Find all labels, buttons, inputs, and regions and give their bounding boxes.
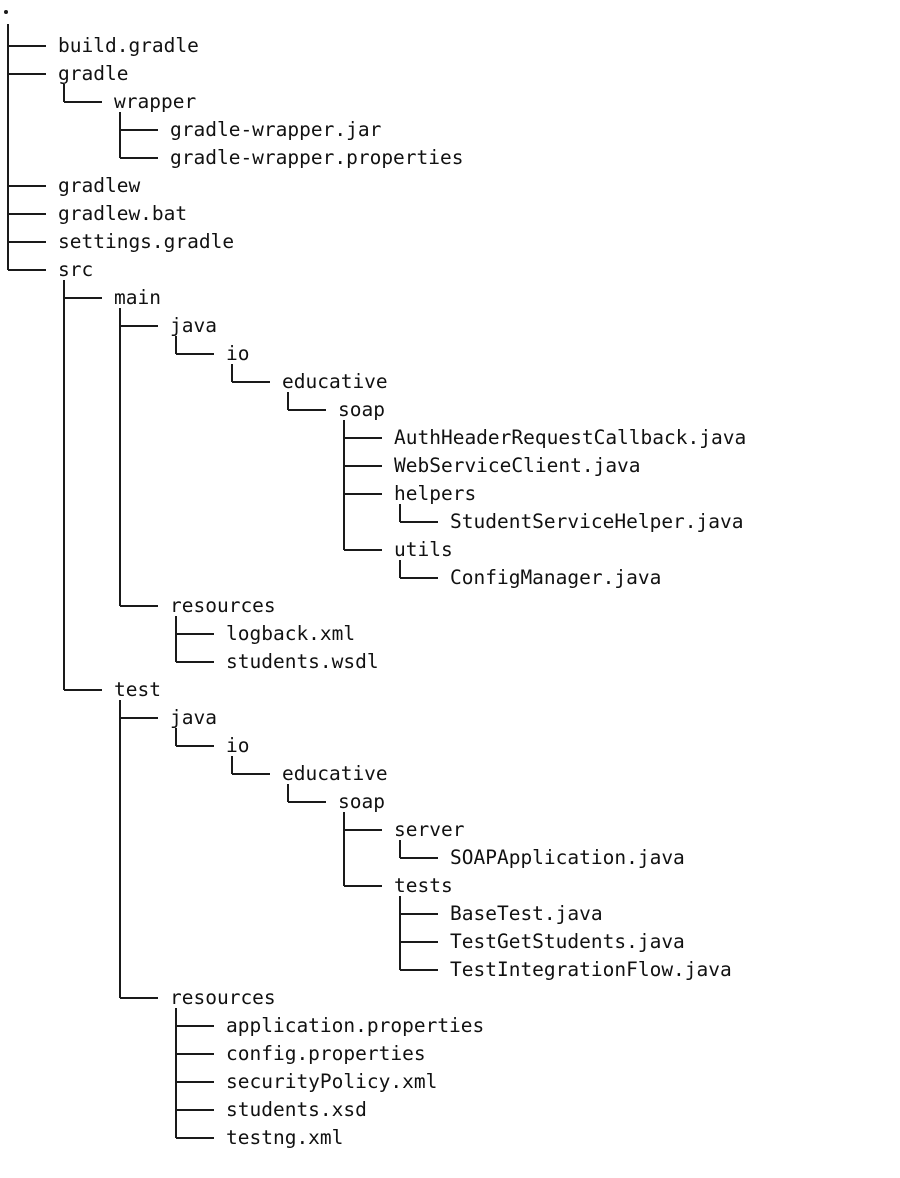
tree-node: utils: [394, 538, 453, 561]
tree-node: ConfigManager.java: [450, 566, 662, 589]
tree-node: tests: [394, 874, 453, 897]
tree-node: test: [114, 678, 161, 701]
tree-node: testng.xml: [226, 1126, 344, 1149]
tree-node: TestGetStudents.java: [450, 930, 685, 953]
tree-node: wrapper: [114, 90, 197, 113]
tree-node: io: [226, 342, 250, 365]
tree-node: application.properties: [226, 1014, 485, 1037]
tree-node: server: [394, 818, 465, 841]
tree-node: BaseTest.java: [450, 902, 603, 925]
tree-node: config.properties: [226, 1042, 426, 1065]
tree-node: securityPolicy.xml: [226, 1070, 438, 1093]
tree-node: src: [58, 258, 94, 281]
tree-node: logback.xml: [226, 622, 356, 645]
tree-node: soap: [338, 398, 385, 421]
tree-node: build.gradle: [58, 34, 199, 57]
tree-node: soap: [338, 790, 385, 813]
tree-node: gradle-wrapper.properties: [170, 146, 464, 169]
tree-node: gradlew.bat: [58, 202, 188, 225]
tree-node: StudentServiceHelper.java: [450, 510, 744, 533]
tree-node: java: [170, 706, 217, 729]
tree-node: java: [170, 314, 217, 337]
tree-node: students.xsd: [226, 1098, 367, 1121]
tree-node: settings.gradle: [58, 230, 235, 253]
tree-node: gradlew: [58, 174, 141, 197]
tree-node: resources: [170, 986, 276, 1009]
root-node-dot: [4, 10, 8, 14]
tree-node: io: [226, 734, 250, 757]
tree-node: resources: [170, 594, 276, 617]
tree-node: main: [114, 286, 161, 309]
tree-node: AuthHeaderRequestCallback.java: [394, 426, 747, 449]
tree-node: WebServiceClient.java: [394, 454, 641, 477]
tree-node: gradle-wrapper.jar: [170, 118, 382, 141]
tree-node: gradle: [58, 62, 129, 85]
tree-node: helpers: [394, 482, 477, 505]
tree-node: SOAPApplication.java: [450, 846, 685, 869]
tree-node: TestIntegrationFlow.java: [450, 958, 732, 981]
tree-node: students.wsdl: [226, 650, 379, 673]
tree-node: educative: [282, 370, 388, 393]
tree-node: educative: [282, 762, 388, 785]
